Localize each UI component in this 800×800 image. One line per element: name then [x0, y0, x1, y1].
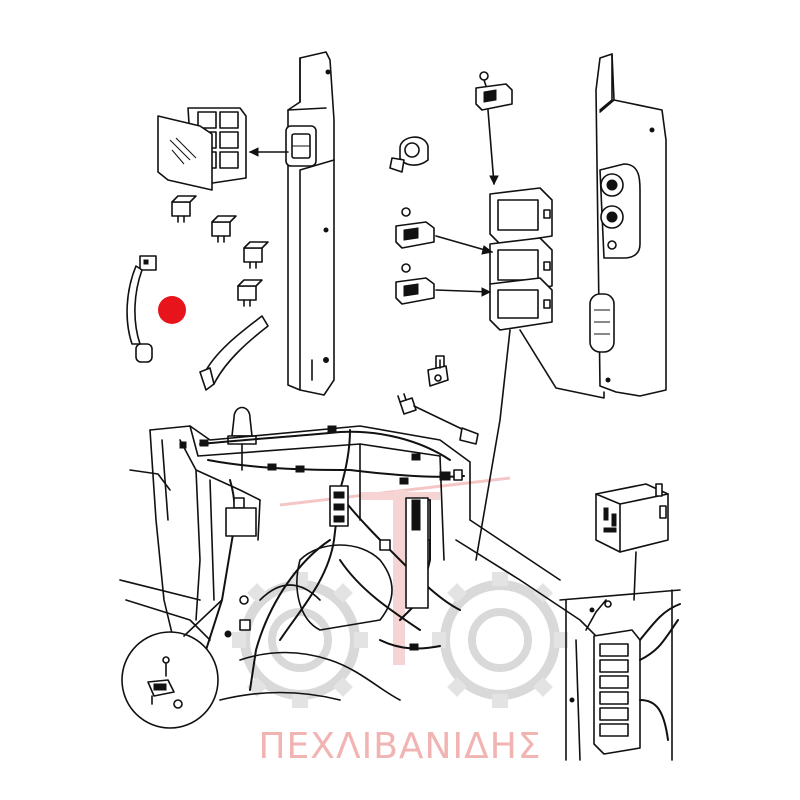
harness-connectors: [179, 425, 463, 651]
lead-wire-plug: [397, 393, 479, 445]
pillar-switch-socket: [285, 125, 317, 167]
detail-circle-inset: [121, 599, 223, 729]
relay-small-3: [243, 241, 269, 269]
switch-frame-stack: [489, 187, 553, 331]
lamp-lens-assembly: [157, 107, 289, 191]
watermark-logo: [232, 476, 568, 708]
fuse-box-panel: [559, 589, 681, 761]
relay-small-1: [171, 195, 197, 223]
relay-small-4: [237, 279, 263, 307]
watermark-gear-left: [232, 572, 368, 708]
red-marker-dot[interactable]: [158, 296, 186, 324]
wire-clip: [389, 136, 429, 173]
relay-small-2: [211, 215, 237, 243]
watermark-gear-right: [432, 572, 568, 708]
trim-seal-strip: [199, 315, 269, 391]
rocker-switch-mid: [395, 207, 494, 255]
rocker-socket: [589, 293, 615, 353]
cab-seat-detail: [219, 544, 401, 701]
cab-roof-frame: [119, 425, 471, 651]
rocker-switch-bottom: [395, 263, 492, 305]
left-cab-pillar: [285, 51, 335, 396]
watermark-t-mark: [279, 476, 511, 665]
right-cab-pillar: [589, 53, 667, 397]
relay-cube: [595, 483, 669, 601]
rotary-switch-panel: [599, 163, 641, 259]
rocker-switch-top: [475, 71, 513, 186]
screw-bracket: [427, 355, 449, 387]
wire-lead-connector: [126, 255, 169, 363]
